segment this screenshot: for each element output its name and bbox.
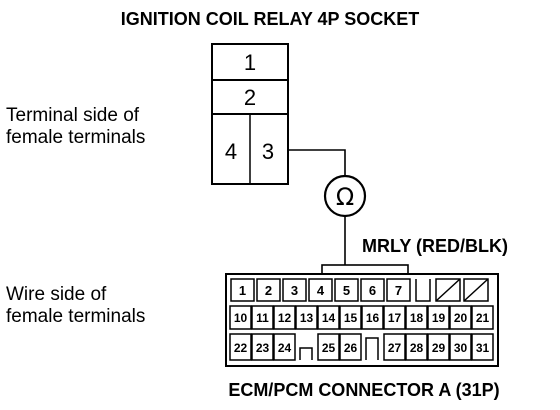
- relay-socket: 1 2 4 3: [211, 43, 289, 185]
- ecm-pin: 13: [300, 311, 314, 325]
- diagram-title: IGNITION COIL RELAY 4P SOCKET: [121, 9, 419, 29]
- ecm-cell: [273, 305, 296, 330]
- ecm-cell: [427, 333, 450, 361]
- ecm-pin: 24: [278, 341, 292, 355]
- ecm-pin: 5: [343, 283, 350, 298]
- ecm-cell: [449, 305, 472, 330]
- ecm-cell: [317, 305, 340, 330]
- ecm-cell: [229, 333, 252, 361]
- ecm-empty-cross: [435, 278, 461, 302]
- ecm-cell: [361, 305, 384, 330]
- socket-pin-1: 1: [244, 50, 256, 75]
- wire-socket-to-meter: [288, 149, 346, 176]
- ecm-cell: [273, 333, 296, 361]
- ecm-pin: 19: [432, 311, 446, 325]
- ecm-pin: 29: [432, 341, 446, 355]
- ecm-pin: 31: [476, 341, 490, 355]
- ecm-row-1: [230, 278, 489, 302]
- ecm-cell: [386, 278, 411, 302]
- ecm-cell: [295, 305, 318, 330]
- ecm-pin: 12: [278, 311, 292, 325]
- ecm-pin: 28: [410, 341, 424, 355]
- ecm-cell: [360, 278, 385, 302]
- ecm-pin: 23: [256, 341, 270, 355]
- ecm-connector: 1 2 3 4 5 6 7 10 11 12 13 14 15 16 17 18: [225, 264, 499, 367]
- connector-title: ECM/PCM CONNECTOR A (31P): [228, 380, 499, 400]
- ecm-pin: 30: [454, 341, 468, 355]
- ecm-pin: 2: [265, 283, 272, 298]
- ecm-pin: 17: [388, 311, 402, 325]
- ecm-cell: [308, 278, 333, 302]
- ecm-empty-cell: [435, 278, 461, 302]
- ecm-pin: 11: [256, 311, 269, 325]
- ecm-row-3: [229, 333, 494, 361]
- connector-top-key: [321, 264, 409, 275]
- ecm-pin: 6: [369, 283, 376, 298]
- ecm-pin: 14: [322, 311, 336, 325]
- wire-side-label-line2: female terminals: [6, 306, 145, 327]
- ecm-cell: [282, 278, 307, 302]
- ecm-empty-cross: [463, 278, 489, 302]
- ecm-pin: 3: [291, 283, 298, 298]
- socket-pin-4: 4: [225, 139, 237, 164]
- ohm-icon: Ω: [336, 183, 354, 211]
- ecm-cell: [471, 333, 494, 361]
- ecm-cell: [339, 305, 362, 330]
- ecm-pin: 21: [476, 311, 490, 325]
- ecm-cell: [405, 333, 428, 361]
- ecm-cell: [339, 333, 362, 361]
- ecm-pin: 26: [344, 341, 358, 355]
- ecm-cell: [256, 278, 281, 302]
- ecm-cell: [383, 305, 406, 330]
- ecm-pin: 10: [234, 311, 248, 325]
- ecm-pin: 15: [344, 311, 358, 325]
- ecm-cell: [230, 278, 255, 302]
- ecm-latch-notch: [415, 279, 431, 302]
- ecm-key-notch: [299, 347, 313, 360]
- ecm-cell: [229, 305, 252, 330]
- terminal-side-label-line1: Terminal side of: [6, 105, 140, 126]
- ecm-key-notch: [365, 337, 379, 360]
- wire-label: MRLY (RED/BLK): [362, 236, 508, 256]
- ecm-cell: [427, 305, 450, 330]
- ecm-row-2: [229, 305, 494, 330]
- wire-side-label-line1: Wire side of: [6, 284, 107, 305]
- ecm-pin: 25: [322, 341, 336, 355]
- ecm-pin: 7: [395, 283, 402, 298]
- ecm-pin: 22: [234, 341, 248, 355]
- ohmmeter-symbol: Ω: [323, 174, 367, 218]
- ecm-cell: [405, 305, 428, 330]
- socket-pin-2: 2: [244, 85, 256, 110]
- ecm-cell: [251, 333, 274, 361]
- ecm-pin: 16: [366, 311, 380, 325]
- ecm-cell: [334, 278, 359, 302]
- ecm-pin: 18: [410, 311, 424, 325]
- ecm-cell: [317, 333, 340, 361]
- terminal-side-label-line2: female terminals: [6, 127, 145, 148]
- ecm-pin-4-mrly: 4: [317, 283, 325, 298]
- ecm-cell: [449, 333, 472, 361]
- ecm-cell: [251, 305, 274, 330]
- ecm-empty-cell: [463, 278, 489, 302]
- socket-pin-3: 3: [262, 139, 274, 164]
- ecm-pin: 20: [454, 311, 468, 325]
- ecm-pin: 1: [239, 283, 246, 298]
- ecm-cell: [383, 333, 406, 361]
- ecm-cell: [471, 305, 494, 330]
- ecm-pin: 27: [388, 341, 402, 355]
